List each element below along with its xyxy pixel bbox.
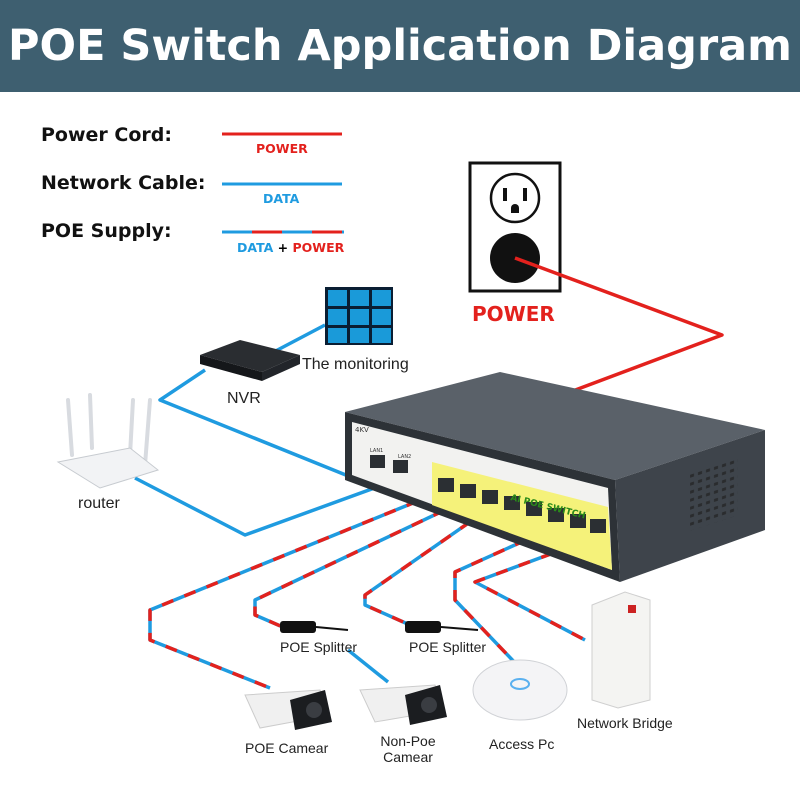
legend-poe-label: POE Supply: <box>41 220 172 242</box>
switch-vents <box>690 455 738 531</box>
switch-top <box>345 372 765 480</box>
access-point-device <box>472 659 568 721</box>
lan2-label: LAN2 <box>398 454 411 460</box>
splitter-2-label: POE Splitter <box>409 639 487 655</box>
legend-network-label: Network Cable: <box>41 172 206 194</box>
poe-switch: LAN1 LAN2 4KV AI POE SWITCH <box>345 372 765 582</box>
router-switch-cable <box>134 476 403 537</box>
poe-caption-data: DATA <box>237 240 274 255</box>
lan1-label: LAN1 <box>370 448 383 454</box>
poe-camera-device <box>244 689 332 730</box>
monitor-grid-icon <box>325 287 393 345</box>
router-device <box>56 393 160 489</box>
poe-splitter-2 <box>405 621 479 633</box>
nonpoe-camera-line2: Camear <box>383 749 433 765</box>
legend-poe-caption: DATA + POWER <box>237 240 344 255</box>
title-banner: POE Switch Application Diagram <box>0 0 800 92</box>
poe-splitter-1 <box>280 621 349 633</box>
power-cord <box>514 256 724 394</box>
lan-ports <box>370 455 408 473</box>
outlet-power-label: POWER <box>472 302 555 326</box>
legend-power-label: Power Cord: <box>41 124 172 146</box>
switch-brand: 4KV <box>355 426 369 434</box>
page-title: POE Switch Application Diagram <box>8 21 792 71</box>
nonpoe-camera-device <box>359 684 447 725</box>
splitter-1-label: POE Splitter <box>280 639 358 655</box>
nonpoe-camera-line1: Non-Poe <box>380 733 436 749</box>
access-point-label: Access Pc <box>489 736 555 752</box>
legend-power-caption: POWER <box>256 141 308 156</box>
nvr-device <box>200 340 300 381</box>
poe-ports <box>438 478 606 533</box>
poe-caption-power: POWER <box>292 240 345 255</box>
poe-port-panel <box>432 462 612 570</box>
network-bridge-label: Network Bridge <box>577 715 673 731</box>
nvr-label: NVR <box>227 390 261 407</box>
power-outlet <box>468 161 562 293</box>
monitor-label: The monitoring <box>302 356 409 373</box>
poe-caption-plus: + <box>277 240 289 255</box>
poe-camera-label: POE Camear <box>245 740 329 756</box>
nvr-switch-cable <box>158 368 379 490</box>
network-bridge-device <box>591 591 651 709</box>
legend-data-caption: DATA <box>263 191 300 206</box>
router-label: router <box>78 495 120 512</box>
poe-cables <box>148 490 586 690</box>
